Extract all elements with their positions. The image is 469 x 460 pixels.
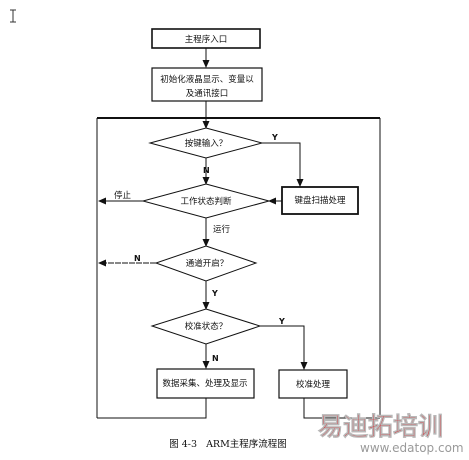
edge-acquire-return (97, 398, 207, 419)
watermark-text: 易迪拓培训 (318, 412, 443, 441)
text-cursor-icon (10, 9, 16, 23)
acquire-label: 数据采集、处理及显示 (162, 378, 247, 389)
acquire-box (156, 368, 255, 399)
key-scan-box (281, 186, 359, 215)
calibrate-proc-label: 校准处理 (296, 379, 331, 390)
run-label: 运行 (213, 224, 231, 235)
key-input-label: 按键输入？ (185, 138, 228, 149)
calibrate-proc-box (278, 369, 348, 399)
calibrate-state-diamond (150, 308, 262, 345)
edge-calproc-return (303, 398, 380, 419)
watermark: 易迪拓培训 www.edatop.com (318, 412, 464, 455)
main-entry-box (151, 28, 261, 49)
watermark-url: www.edatop.com (360, 441, 464, 455)
init-box (151, 67, 263, 102)
calibrate-state-label: 校准状态？ (185, 321, 228, 332)
edge-cal-yes (260, 325, 308, 370)
init-label-line1: 初始化液晶显示、变量以 (160, 74, 254, 85)
main-entry-label: 主程序入口 (185, 34, 228, 45)
figure-caption: 图 4-3 ARM主程序流程图 (169, 438, 287, 450)
work-state-diamond (141, 183, 271, 219)
channel-yes-label: Y (211, 289, 218, 298)
init-label-line2: 及通讯接口 (186, 88, 229, 99)
cal-yes-label: Y (278, 317, 285, 326)
channel-open-label: 通道开启？ (186, 258, 229, 269)
edge-key-yes (262, 142, 304, 187)
key-scan-label: 键盘扫描处理 (294, 195, 346, 206)
stop-label: 停止 (114, 190, 132, 201)
cal-no-label: N (212, 354, 219, 363)
channel-no-label: N (134, 254, 141, 263)
key-input-diamond (148, 127, 264, 159)
key-yes-label: Y (271, 133, 278, 142)
key-no-label: N (203, 166, 210, 175)
work-state-label: 工作状态判断 (180, 196, 232, 207)
channel-open-diamond (154, 245, 258, 282)
